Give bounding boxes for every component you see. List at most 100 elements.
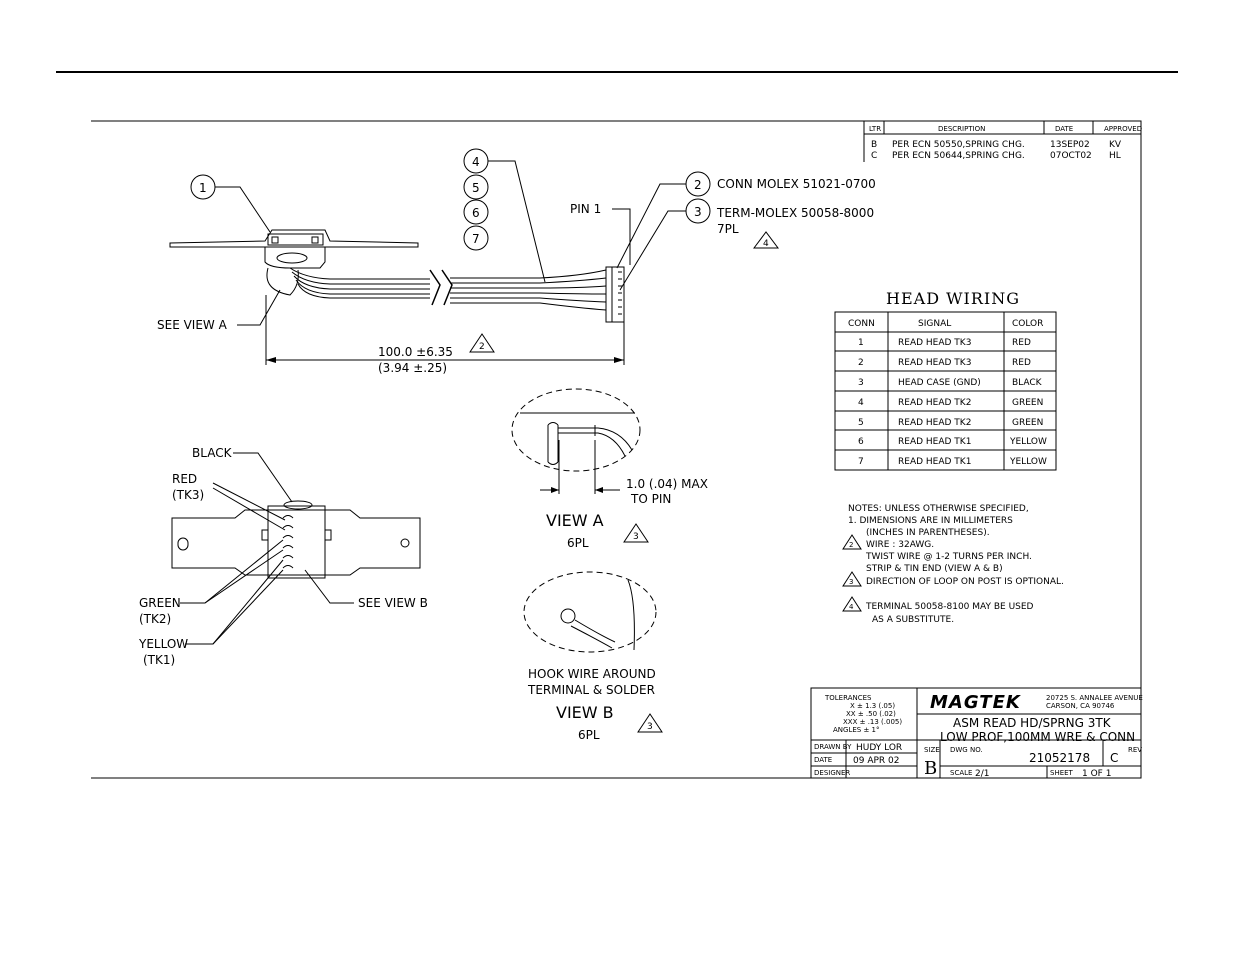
note-2-flag-label: 2 [479,342,485,352]
notes-flag-3 [842,571,862,587]
hook-line2: TERMINAL & SOLDER [527,683,655,697]
hw-row-conn: 6 [858,437,864,447]
read-head [264,247,326,269]
notes-line: (INCHES IN PARENTHESES). [866,528,990,538]
hw-row-signal: READ HEAD TK3 [898,358,971,368]
notes-block: NOTES: UNLESS OTHERWISE SPECIFIED, 1. DI… [842,504,1064,625]
hook-line1: HOOK WIRE AROUND [528,667,656,681]
head-wiring-table: HEAD WIRING CONN SIGNAL COLOR 1 READ HEA… [834,289,1057,471]
designer-label: DESIGNER [814,769,850,777]
top-rule [56,71,1178,73]
notes-line: TERMINAL 50058-8100 MAY BE USED [865,602,1034,612]
view-a-flag [623,523,649,543]
rev-row-description: PER ECN 50550,SPRING CHG. [892,140,1025,150]
assembly-view: 1 4 5 [157,148,876,375]
hw-row-color: RED [1012,358,1031,368]
balloon-2-label: 2 [694,178,702,192]
notes-flag-2 [842,534,862,550]
hw-header-conn: CONN [848,319,875,329]
red-label: RED [172,472,197,486]
hw-row-conn: 3 [858,378,864,388]
note-4-flag [753,231,779,249]
red-tk-label: (TK3) [172,488,204,502]
date-label: DATE [814,756,832,764]
rev-header-ltr: LTR [869,125,881,133]
hw-row-conn: 4 [858,398,864,408]
balloon-6-label: 6 [472,206,480,220]
tolerances-title: TOLERANCES [824,694,872,702]
max-to-pin-line2: TO PIN [630,492,671,506]
rev-value: C [1110,751,1118,765]
hw-row-conn: 2 [858,358,864,368]
molex-connector [605,266,625,323]
spring-plate-front [171,509,421,576]
company-logo: MAGTEK [930,692,1022,713]
yellow-label: YELLOW [138,637,188,651]
notes-flag-4 [842,596,862,612]
rev-row-approved: HL [1109,151,1121,161]
size-label: SIZE [924,746,940,754]
company-address-2: CARSON, CA 90746 [1046,702,1115,710]
balloon-7 [463,225,489,251]
balloon-7-label: 7 [472,232,480,246]
black-label: BLACK [192,446,233,460]
view-b-flag-label: 3 [647,722,653,732]
scale-value: 2/1 [975,769,989,779]
balloon-5 [463,174,489,200]
tolerance-xxx: XXX ± .13 (.005) [843,718,902,726]
hw-row-signal: READ HEAD TK2 [898,398,971,408]
notes-flag-3-label: 3 [849,578,853,586]
balloon-6 [463,199,489,225]
tolerance-xx: XX ± .50 (.02) [846,710,896,718]
scale-label: SCALE [950,769,972,777]
conn-label: CONN MOLEX 51021-0700 [717,177,876,191]
view-b-title: VIEW B [556,703,614,722]
date-value: 09 APR 02 [853,756,899,766]
term-label: TERM-MOLEX 50058-8000 [716,206,874,220]
hw-row-color: RED [1012,338,1031,348]
hw-row-color: YELLOW [1009,437,1047,447]
hw-row-signal: READ HEAD TK1 [898,437,971,447]
head-detail-view: BLACK RED (TK3) GREEN (TK2) YELLOW (TK1)… [138,446,428,667]
rev-row-description: PER ECN 50644,SPRING CHG. [892,151,1025,161]
drawn-by-label: DRAWN BY [814,743,852,751]
rev-header-approved: APPROVED [1104,125,1142,133]
drawing-title-1: ASM READ HD/SPRNG 3TK [953,716,1112,730]
spring-plate [169,229,419,248]
notes-line: NOTES: UNLESS OTHERWISE SPECIFIED, [848,504,1029,514]
notes-line: STRIP & TIN END (VIEW A & B) [866,564,1003,574]
view-b-qty: 6PL [578,728,600,742]
hw-row-conn: 5 [858,418,864,428]
notes-line: DIRECTION OF LOOP ON POST IS OPTIONAL. [866,577,1064,587]
notes-line: AS A SUBSTITUTE. [872,615,954,625]
hw-row-conn: 7 [858,457,864,467]
rev-row-ltr: C [871,151,877,161]
hw-row-color: GREEN [1012,418,1043,428]
drawn-by-value: HUDY LOR [856,743,902,753]
dimension-mm: 100.0 ±6.35 [378,345,453,359]
max-to-pin-line1: 1.0 (.04) MAX [626,477,708,491]
note-4-flag-label: 4 [763,239,769,249]
notes-line: 1. DIMENSIONS ARE IN MILLIMETERS [848,516,1013,526]
balloon-1-label: 1 [199,181,207,195]
view-b: HOOK WIRE AROUND TERMINAL & SOLDER VIEW … [523,571,663,742]
notes-line: WIRE : 32AWG. [866,540,934,550]
sheet-label: SHEET [1050,769,1074,777]
tolerance-x: X ± 1.3 (.05) [850,702,895,710]
hw-row-signal: READ HEAD TK2 [898,418,971,428]
hw-header-signal: SIGNAL [918,319,951,329]
hw-row-conn: 1 [858,338,864,348]
drawing-title-2: LOW PROF,100MM WRE & CONN [940,730,1135,744]
yellow-tk-label: (TK1) [143,653,175,667]
rev-row-ltr: B [871,140,877,150]
title-block: TOLERANCES X ± 1.3 (.05) XX ± .50 (.02) … [810,687,1143,779]
rev-label: REV [1128,746,1142,754]
pin1-label: PIN 1 [570,202,601,216]
green-label: GREEN [139,596,181,610]
tolerance-angles: ANGLES ± 1° [833,726,879,734]
balloon-3-label: 3 [694,205,702,219]
hw-row-signal: HEAD CASE (GND) [898,378,981,388]
rev-row-date: 07OCT02 [1050,151,1092,161]
view-a-title: VIEW A [546,511,604,530]
